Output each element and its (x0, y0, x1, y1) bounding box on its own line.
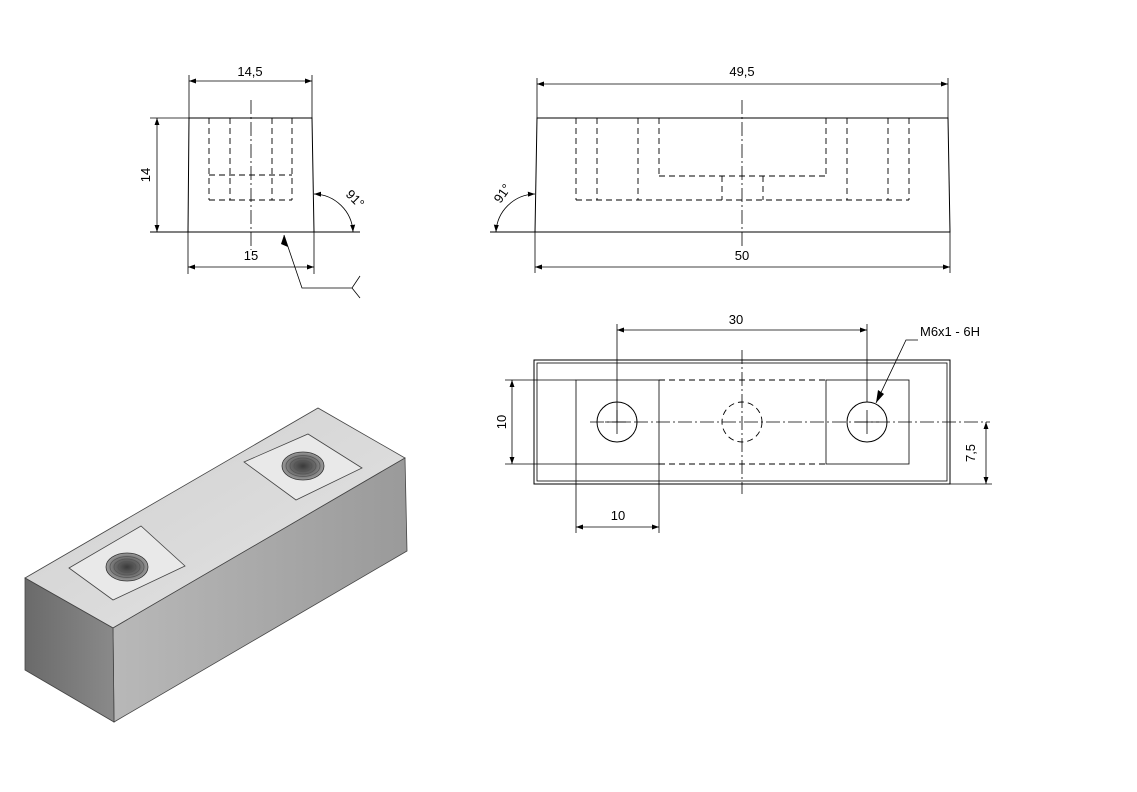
thread-leader (875, 339, 918, 404)
plan-view: 30 M6x1 - 6H 10 7,5 10 (494, 312, 992, 533)
dim-plan-height: 10 (494, 415, 509, 429)
dim-side-height: 14 (138, 168, 153, 182)
leader-arrow (876, 390, 884, 403)
angle-arc-front (493, 191, 536, 233)
dim-front-top-width: 49,5 (729, 64, 754, 79)
isometric-view (24, 407, 408, 723)
dim-hole-spacing: 30 (729, 312, 743, 327)
dim-angle-side: 91° (343, 187, 368, 212)
angle-arc-side (313, 191, 356, 233)
leader-arrow (281, 235, 288, 247)
dim-hole-offset: 7,5 (963, 444, 978, 462)
surface-finish-symbol (351, 287, 361, 299)
dim-top-width: 14,5 (237, 64, 262, 79)
front-view-outline (534, 117, 951, 233)
surface-finish-leader (283, 234, 342, 289)
thread-callout: M6x1 - 6H (920, 324, 980, 339)
side-view: 14,5 14 15 91° (138, 64, 368, 299)
dim-base-width: 15 (244, 248, 258, 263)
iso-end-face (24, 577, 115, 723)
dim-front-base-width: 50 (735, 248, 749, 263)
iso-hole-right (281, 451, 325, 481)
front-view: 49,5 50 91° (490, 64, 951, 273)
surface-finish-symbol (342, 275, 361, 289)
dim-pocket-width: 10 (611, 508, 625, 523)
iso-hole-left (105, 552, 149, 582)
dim-angle-front: 91° (491, 181, 515, 206)
